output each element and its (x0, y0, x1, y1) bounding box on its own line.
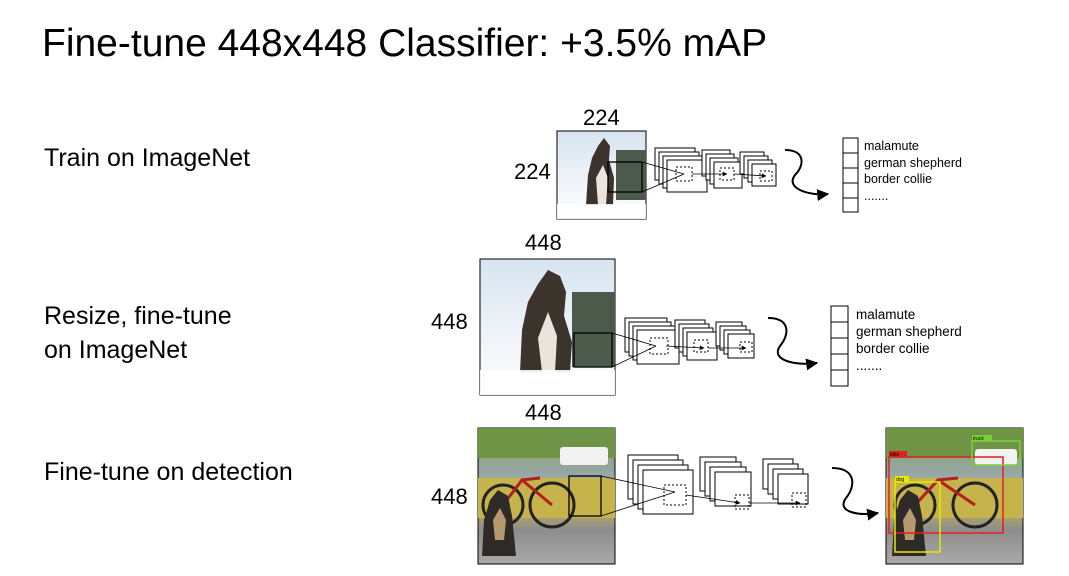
output-arrow (831, 467, 880, 521)
dog-image (556, 130, 647, 220)
bike-bounding-box (888, 456, 1004, 534)
class-label: german shepherd (856, 324, 962, 339)
dog-tag: dog (896, 477, 905, 483)
receptive-field (573, 332, 613, 368)
truck-tag: truck (973, 436, 984, 442)
conv-layer-stack (739, 151, 777, 187)
input-width-label: 224 (583, 105, 620, 130)
conv-layer-stack (701, 149, 743, 189)
row-label-resize-finetune: Resize, fine-tune (44, 302, 232, 330)
row-1-network (556, 130, 859, 220)
dog-bounding-box (894, 481, 941, 553)
class-label: ....... (856, 358, 883, 373)
class-label: border collie (864, 172, 933, 186)
truck-bounding-box (971, 440, 1021, 466)
bike-tag: bike (890, 452, 899, 458)
conv-layer-stack (674, 319, 718, 361)
row-3-network: bike dog truck (477, 427, 1024, 565)
output-vector (842, 137, 859, 213)
class-label: malamute (864, 139, 919, 153)
receptive-field (568, 475, 602, 517)
class-label: german shepherd (864, 155, 962, 170)
row-2-network (479, 258, 849, 396)
conv-layer-stack (624, 317, 680, 365)
row-label-finetune-detection: Fine-tune on detection (44, 458, 293, 486)
class-label: border collie (856, 341, 930, 356)
dog-image (479, 258, 616, 396)
row-label-on-imagenet: on ImageNet (44, 336, 188, 364)
detection-output-image: bike dog truck (885, 427, 1024, 565)
input-width-label: 448 (525, 230, 562, 255)
conv-layer-stack (699, 456, 752, 510)
output-arrow (784, 149, 830, 202)
bike-dog-image (477, 427, 616, 565)
input-height-label: 448 (431, 309, 468, 334)
input-width-label: 448 (525, 400, 562, 425)
class-list: malamute german shepherd border collie .… (856, 306, 962, 374)
receptive-field (607, 161, 643, 193)
conv-layer-stack (654, 147, 708, 193)
output-vector (830, 305, 849, 387)
input-height-label: 448 (431, 484, 468, 509)
conv-layer-stack (715, 321, 755, 359)
class-label: ....... (864, 188, 889, 203)
class-label: malamute (856, 307, 916, 322)
class-list: malamute german shepherd border collie .… (864, 138, 962, 204)
conv-layer-stack (627, 454, 694, 515)
output-arrow (767, 317, 819, 371)
input-height-label: 224 (514, 159, 551, 184)
conv-layer-stack (762, 458, 809, 508)
row-label-train-imagenet: Train on ImageNet (44, 144, 251, 172)
slide-title: Fine-tune 448x448 Classifier: +3.5% mAP (42, 22, 768, 65)
